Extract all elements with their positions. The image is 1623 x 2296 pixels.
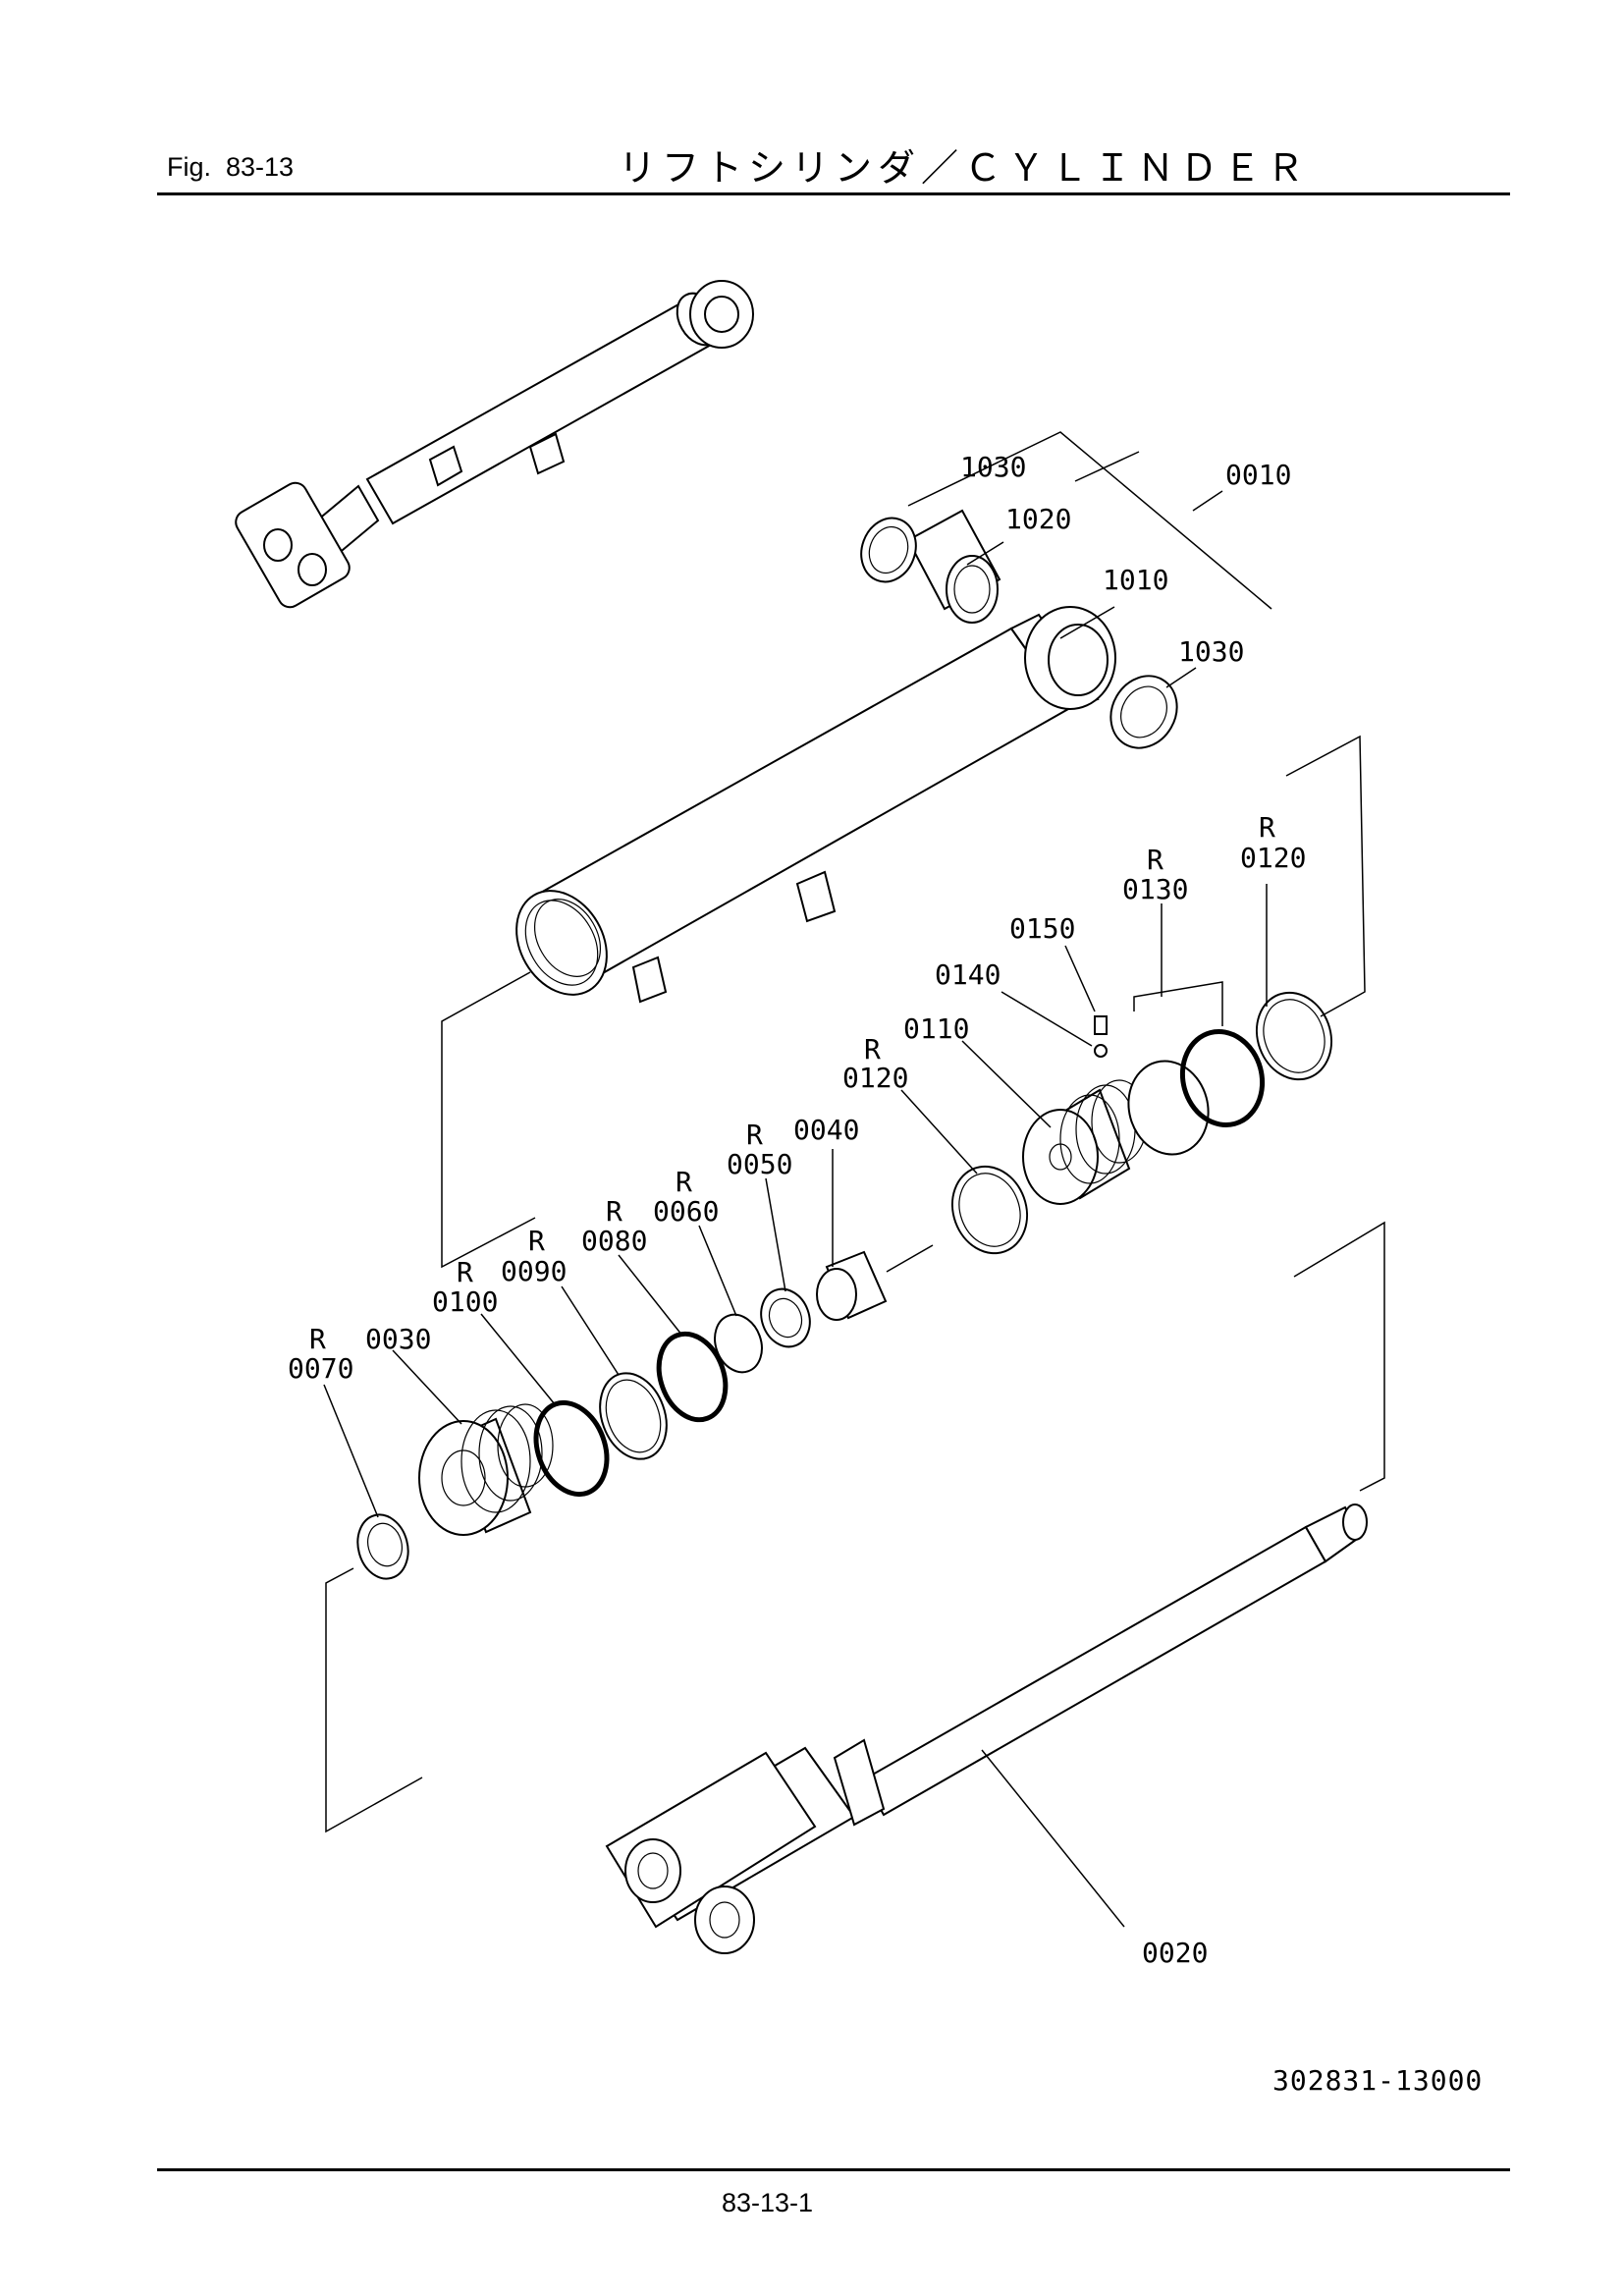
ring-0120-mid bbox=[950, 1165, 1029, 1255]
callout-0100: 0100 bbox=[432, 1285, 498, 1318]
header-rule bbox=[157, 192, 1510, 195]
callout-0070: 0070 bbox=[288, 1352, 353, 1385]
ball-0140 bbox=[1094, 1044, 1108, 1058]
callout-labels: 1030 1020 0010 1010 1030 R 0120 R 0130 0… bbox=[288, 451, 1306, 1969]
callout-r-0130: R bbox=[1147, 844, 1163, 876]
seal-0130 bbox=[1127, 1028, 1266, 1156]
callout-0110: 0110 bbox=[903, 1012, 969, 1045]
screw-0150 bbox=[1094, 1015, 1108, 1035]
callout-r-0050: R bbox=[746, 1119, 763, 1151]
ring-0060 bbox=[714, 1313, 763, 1374]
callout-r-0080: R bbox=[606, 1195, 622, 1228]
callout-0120-right: 0120 bbox=[1240, 842, 1306, 874]
cylinder-tube-1010 bbox=[515, 606, 1116, 1004]
callout-r-0120-mid: R bbox=[864, 1033, 881, 1066]
callout-0150: 0150 bbox=[1009, 912, 1075, 945]
page-number: 83-13-1 bbox=[722, 2188, 814, 2217]
callout-r-0090: R bbox=[528, 1225, 545, 1257]
o-ring-0080 bbox=[656, 1331, 729, 1423]
o-ring-0100 bbox=[533, 1399, 610, 1498]
piston-rod-0020 bbox=[605, 1503, 1368, 1954]
gland-0030 bbox=[418, 1403, 554, 1536]
leader-lines bbox=[323, 431, 1385, 1928]
callout-0020: 0020 bbox=[1142, 1937, 1208, 1969]
callout-0060: 0060 bbox=[653, 1195, 719, 1228]
footer-rule bbox=[157, 2168, 1510, 2171]
callout-1030-upper: 1030 bbox=[960, 451, 1026, 483]
callout-0130: 0130 bbox=[1122, 873, 1188, 905]
bushing-1020 bbox=[906, 509, 1001, 624]
seal-0070 bbox=[356, 1513, 409, 1580]
callout-0120-mid: 0120 bbox=[842, 1062, 908, 1094]
drawing-number: 302831-13000 bbox=[1272, 2064, 1484, 2097]
page-title: リフトシリンダ／ＣＹＬＩＮＤＥＲ bbox=[619, 146, 1311, 190]
callout-r-0070: R bbox=[309, 1323, 326, 1355]
callout-0080: 0080 bbox=[581, 1225, 647, 1257]
callout-1020: 1020 bbox=[1005, 503, 1071, 535]
callout-0090: 0090 bbox=[501, 1255, 567, 1287]
callout-1030-lower: 1030 bbox=[1178, 635, 1244, 668]
callout-1010: 1010 bbox=[1103, 564, 1168, 596]
callout-r-0100: R bbox=[457, 1256, 473, 1288]
ring-0050 bbox=[760, 1287, 811, 1348]
assembled-cylinder-thumbnail bbox=[235, 280, 754, 609]
callout-0140: 0140 bbox=[935, 958, 1001, 991]
ring-1030-lower bbox=[1109, 675, 1178, 749]
callout-r-0120-right: R bbox=[1259, 811, 1275, 844]
callout-0010: 0010 bbox=[1225, 459, 1291, 491]
callout-0050: 0050 bbox=[727, 1148, 792, 1180]
callout-r-0060: R bbox=[676, 1166, 692, 1198]
callout-0040: 0040 bbox=[793, 1114, 859, 1146]
piston-0110 bbox=[1022, 1079, 1148, 1205]
ring-1030-upper bbox=[860, 517, 917, 583]
figure-number: Fig. 83-13 bbox=[167, 152, 295, 182]
ring-0090 bbox=[599, 1372, 668, 1460]
ring-0120-right bbox=[1255, 991, 1333, 1081]
callout-0030: 0030 bbox=[365, 1323, 431, 1355]
spacer-0040 bbox=[816, 1250, 888, 1321]
